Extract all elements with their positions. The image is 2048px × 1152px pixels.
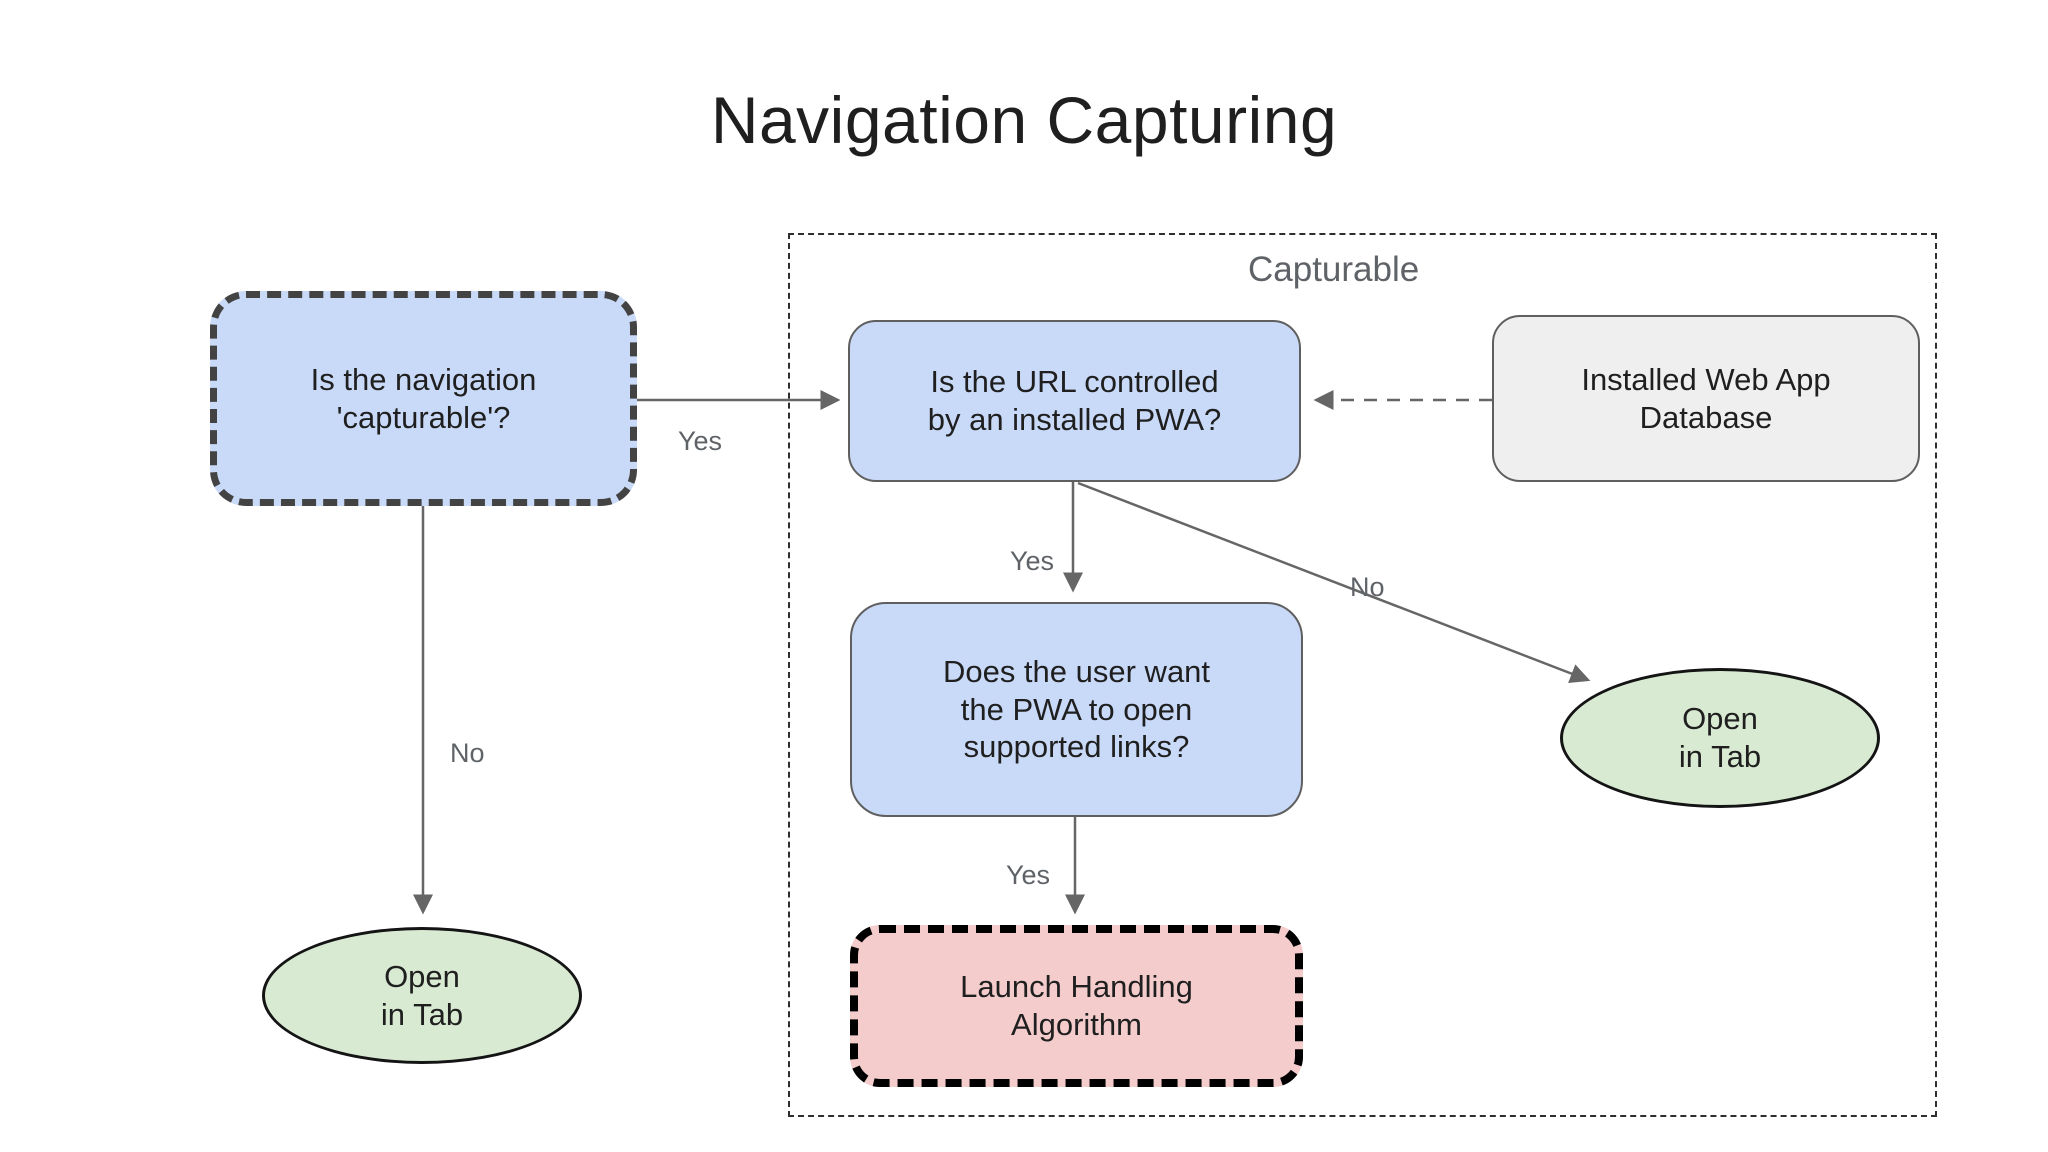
node-open-in-tab-left-label: Open in Tab (380, 958, 464, 1032)
edge-label-capturable-yes: Yes (678, 426, 723, 456)
edge-label-userwant-yes: Yes (1006, 860, 1051, 890)
capturable-group-label: Capturable (1248, 250, 1420, 289)
node-user-want-pwa-open-links-label: Does the user want the PWA to open suppo… (942, 653, 1211, 765)
node-url-controlled-by-pwa-label: Is the URL controlled by an installed PW… (927, 364, 1222, 437)
edge-label-url-no: No (1350, 572, 1385, 602)
node-is-navigation-capturable-label: Is the navigation 'capturable'? (310, 361, 537, 435)
capturable-group-outline (788, 233, 1937, 1117)
edge-label-url-yes: Yes (1010, 546, 1055, 576)
node-installed-web-app-database: Installed Web App Database (1492, 315, 1920, 482)
node-installed-web-app-database-label: Installed Web App Database (1581, 361, 1831, 435)
diagram-title: Navigation Capturing (710, 83, 1338, 157)
node-launch-handling-algorithm-label: Launch Handling Algorithm (960, 969, 1193, 1042)
node-open-in-tab-right: Open in Tab (1560, 668, 1880, 808)
node-launch-handling-algorithm: Launch Handling Algorithm (850, 925, 1303, 1087)
edge-label-capturable-no: No (450, 738, 485, 768)
node-open-in-tab-left: Open in Tab (262, 927, 582, 1064)
node-url-controlled-by-pwa: Is the URL controlled by an installed PW… (848, 320, 1301, 482)
node-is-navigation-capturable: Is the navigation 'capturable'? (210, 291, 637, 506)
node-open-in-tab-right-label: Open in Tab (1678, 701, 1762, 774)
node-user-want-pwa-open-links: Does the user want the PWA to open suppo… (850, 602, 1303, 817)
